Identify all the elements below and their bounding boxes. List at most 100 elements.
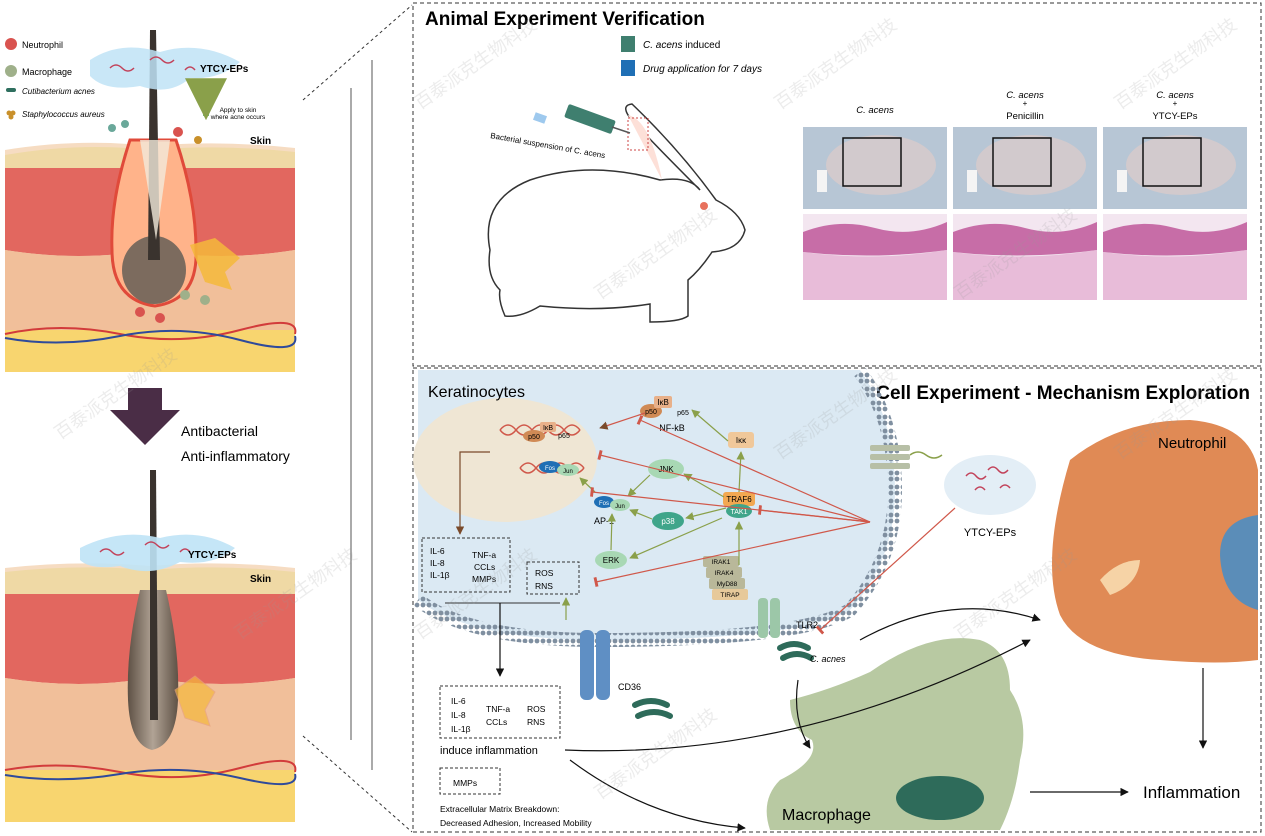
svg-text:Jun: Jun (615, 504, 625, 510)
c-acnes-cd36-icon (632, 698, 673, 719)
column-header-line1: C. acens (856, 105, 894, 116)
erk-node (595, 551, 627, 569)
nfkb-label: NF-kB (659, 423, 685, 433)
left-legend: Neutrophil Macrophage Cutibacterium acne… (5, 38, 105, 120)
ap1-jun (610, 499, 630, 511)
c-acnes-bacteria-icon (777, 641, 814, 661)
ear-tag-icon (817, 170, 827, 192)
watermark-text: 百泰派克生物科技 (591, 704, 720, 803)
neutrophil-label: Neutrophil (1158, 435, 1226, 452)
region-box (1142, 137, 1202, 187)
ros-box (526, 561, 580, 595)
watermark-text: 百泰派克生物科技 (771, 14, 900, 113)
ytcy-label: YTCY-EPs (964, 527, 1017, 539)
svg-text:IL-1β: IL-1β (430, 570, 450, 580)
arrow-text-anti-inflammatory: Anti-inflammatory (181, 448, 290, 464)
adaptor-label: TIRAP (720, 592, 739, 599)
column-header-plus: + (1173, 99, 1178, 108)
svg-text:ERK: ERK (603, 556, 620, 565)
svg-text:TNF-a: TNF-a (486, 704, 510, 714)
ecm-line2: Decreased Adhesion, Increased Mobility (440, 818, 592, 828)
svg-text:TAK1: TAK1 (731, 509, 748, 516)
nucleus-p50 (523, 430, 545, 442)
adaptor-label: MyD88 (717, 581, 738, 588)
svg-text:IL-6: IL-6 (451, 696, 466, 706)
cd36-receptor (580, 630, 594, 700)
adaptor-label: IRAK1 (712, 559, 731, 566)
p38-node (652, 512, 684, 530)
adaptor-label: IRAK4 (715, 570, 734, 577)
svg-text:RNS: RNS (527, 717, 545, 727)
svg-text:TNF-a: TNF-a (472, 550, 496, 560)
svg-text:p38: p38 (661, 517, 675, 526)
ecm-line1: Extracellular Matrix Breakdown: (440, 804, 560, 814)
ikk-node (728, 432, 754, 448)
animal-panel-frame (412, 2, 1262, 367)
bottom-skin-label: Skin (250, 574, 271, 585)
cytokine-box (421, 537, 511, 593)
svg-text:MMPs: MMPs (453, 778, 477, 788)
svg-text:Fos: Fos (599, 501, 609, 507)
region-box (842, 137, 902, 187)
svg-text:Fos: Fos (545, 466, 555, 472)
cd36-label: CD36 (618, 682, 641, 692)
legend-macrophage: Macrophage (22, 67, 72, 77)
legend-neutrophil: Neutrophil (22, 40, 63, 50)
column-header-line3: Penicillin (1006, 111, 1044, 122)
legend-c-acnes: Cutibacterium acnes (22, 87, 95, 96)
skin-section-acne: YTCY-EPs Apply to skin where acne occurs… (4, 30, 297, 372)
keratinocytes-label: Keratinocytes (428, 384, 525, 401)
column-header-line3: YTCY-EPs (1152, 111, 1197, 122)
cell-panel-title: Cell Experiment - Mechanism Exploration (876, 383, 1250, 404)
animal-experiment-panel: Animal Experiment Verification C. acens … (412, 2, 1262, 367)
skin-section-treated: YTCY-EPs Skin (4, 470, 297, 822)
svg-text:RNS: RNS (535, 581, 553, 591)
inflammation-label: Inflammation (1143, 783, 1240, 802)
svg-text:CCLs: CCLs (486, 717, 507, 727)
svg-text:IL-1β: IL-1β (451, 724, 471, 734)
adaptor-myd88 (709, 578, 745, 589)
bottom-ytcy-label: YTCY-EPs (188, 550, 237, 561)
arrow-text-antibacterial: Antibacterial (181, 423, 258, 439)
animal-legend-swatch (621, 60, 635, 76)
c-acnes-icon (6, 88, 16, 92)
column-header-line1: C. acens (1006, 90, 1044, 101)
adaptor-irak4 (706, 567, 742, 578)
nucleus-fos (539, 461, 561, 473)
svg-text:p50: p50 (645, 409, 657, 416)
column-header-line1: C. acens (1156, 90, 1194, 101)
legend-s-aureus: Staphylococcus aureus (22, 110, 105, 119)
svg-text:Jun: Jun (563, 469, 573, 475)
animal-legend-swatch (621, 36, 635, 52)
animal-legend-label: C. acens induced (643, 40, 720, 51)
apply-note-line1: Apply to skin (220, 107, 257, 114)
svg-text:JNK: JNK (658, 465, 674, 474)
adaptor-tirap (712, 589, 748, 600)
region-box (992, 137, 1052, 187)
macrophage-label: Macrophage (782, 807, 871, 824)
nucleus-jun (557, 464, 579, 476)
macrophage-nucleus (896, 776, 984, 820)
animal-panel-title: Animal Experiment Verification (425, 9, 705, 30)
nucleus (413, 398, 597, 522)
s-aureus-icon (6, 110, 12, 116)
nfkb-p65: p65 (677, 410, 689, 417)
cell-panel-frame (412, 367, 1262, 833)
svg-text:IκB: IκB (657, 398, 669, 407)
neutrophil-nucleus (1220, 515, 1258, 610)
ap1-fos (594, 496, 614, 508)
tlr2-receptor (758, 598, 768, 638)
cell-experiment-panel: Cell Experiment - Mechanism Exploration … (412, 367, 1262, 833)
svg-text:Iκκ: Iκκ (736, 436, 747, 445)
induce-inflammation-label: induce inflammation (440, 745, 538, 757)
neutrophil-icon (5, 38, 17, 50)
tlr2-label: TLR2 (796, 620, 818, 630)
ap1-label: AP-1 (594, 516, 614, 526)
svg-text:IL-6: IL-6 (430, 546, 445, 556)
svg-text:TRAF6: TRAF6 (726, 495, 752, 504)
nucleus-p65: p65 (558, 433, 570, 440)
macrophage-cell (766, 638, 1024, 830)
